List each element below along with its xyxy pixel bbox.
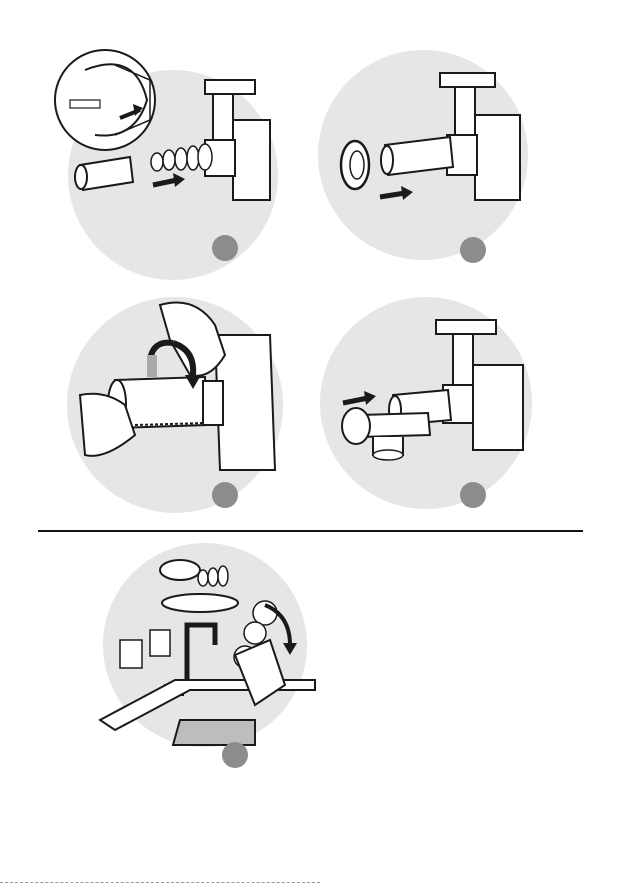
step-2-illustration bbox=[315, 45, 545, 275]
sink-icon bbox=[173, 720, 255, 745]
motor-body bbox=[233, 120, 270, 200]
step-5-badge bbox=[222, 742, 248, 768]
feed-tray bbox=[440, 73, 495, 87]
step-1-illustration bbox=[55, 40, 285, 270]
step-5-illustration bbox=[95, 545, 315, 775]
step-2-badge bbox=[460, 237, 486, 263]
feed-tray bbox=[205, 80, 255, 94]
step-3-illustration bbox=[65, 295, 295, 525]
step-4-badge bbox=[460, 482, 486, 508]
step-1-badge bbox=[212, 235, 238, 261]
motor-body bbox=[473, 365, 523, 450]
step-5-panel bbox=[95, 545, 315, 775]
ring-nut bbox=[341, 141, 369, 189]
step-3-badge bbox=[212, 482, 238, 508]
motor-body bbox=[475, 115, 520, 200]
step-2-panel bbox=[315, 45, 545, 275]
step-3-panel bbox=[65, 295, 295, 525]
step-4-illustration bbox=[318, 295, 548, 525]
step-4-panel bbox=[318, 295, 548, 525]
feed-tray bbox=[162, 594, 238, 612]
feed-tray bbox=[436, 320, 496, 334]
step-1-panel bbox=[55, 40, 285, 270]
section-divider bbox=[38, 530, 583, 532]
bottom-rule bbox=[0, 882, 320, 883]
ring-nut bbox=[160, 560, 200, 580]
